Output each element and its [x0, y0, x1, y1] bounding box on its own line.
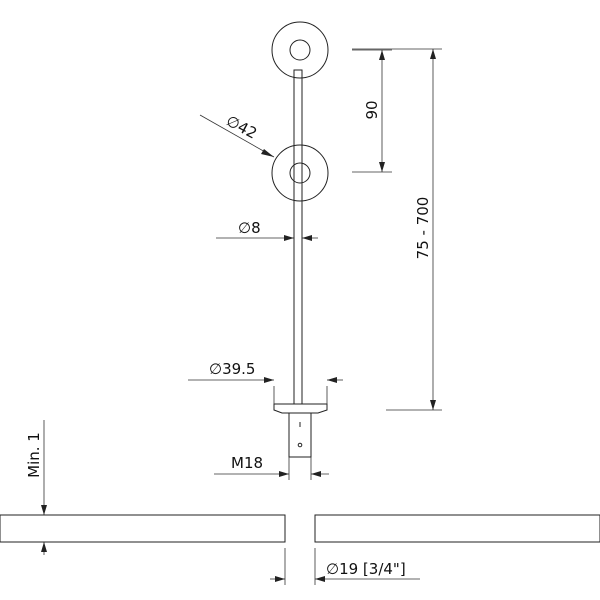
dimension-rod: ∅8	[216, 219, 318, 241]
dimension-base-label: ∅39.5	[209, 360, 255, 378]
dimension-thread: M18	[214, 454, 329, 480]
standoff-part	[271, 21, 329, 458]
lower-disc	[271, 144, 329, 202]
rod	[293, 69, 303, 405]
dimension-min-depth: Min. 1	[25, 420, 47, 555]
dimension-spacing: 90	[352, 49, 392, 173]
dimension-hole: ∅19 [3/4"]	[270, 548, 420, 585]
surface-right	[314, 514, 600, 543]
dimension-length: 75 - 700	[352, 48, 442, 411]
dimension-length-label: 75 - 700	[414, 197, 432, 260]
dimension-rod-label: ∅8	[238, 219, 261, 237]
dimension-disc: ∅42	[199, 112, 275, 158]
threaded-stud	[288, 412, 312, 458]
dimension-base: ∅39.5	[188, 360, 343, 404]
dimension-hole-label: ∅19 [3/4"]	[326, 560, 406, 578]
dimension-thread-label: M18	[231, 454, 263, 472]
dimension-spacing-label: 90	[363, 100, 381, 119]
surface-left	[0, 514, 286, 543]
top-disc	[271, 21, 329, 79]
base-flange	[273, 403, 328, 414]
surface-section	[0, 514, 600, 543]
dimension-disc-label: ∅42	[223, 112, 260, 143]
dimension-min-depth-label: Min. 1	[25, 432, 43, 478]
